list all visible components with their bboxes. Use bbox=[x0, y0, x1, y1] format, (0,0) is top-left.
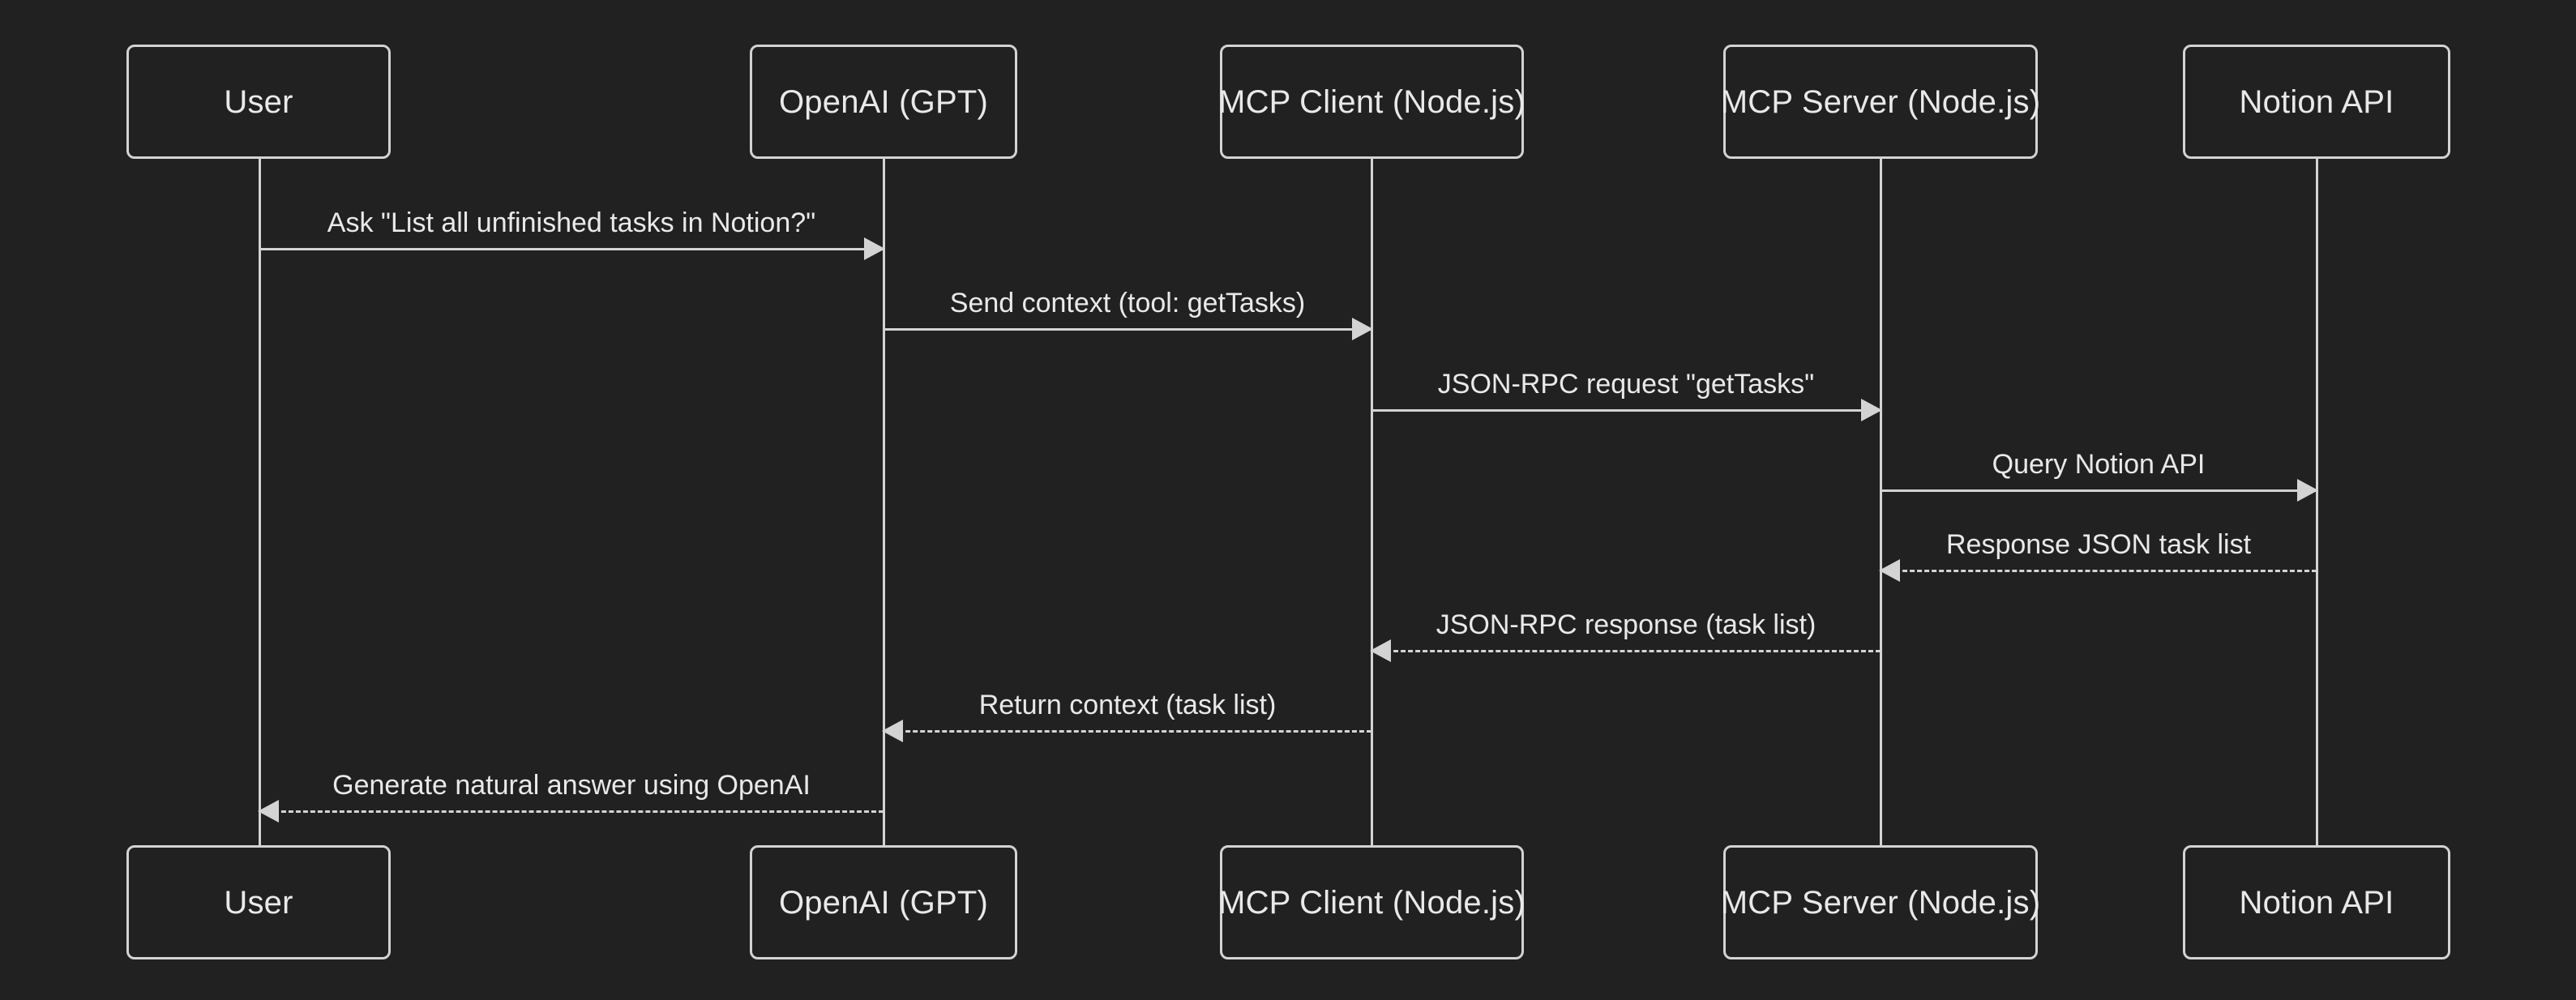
arrowhead-left-icon bbox=[882, 720, 903, 742]
lifeline-openai bbox=[883, 159, 885, 845]
participant-label: MCP Client (Node.js) bbox=[1218, 884, 1525, 921]
lifeline-mcp-server bbox=[1880, 159, 1882, 845]
participant-box-notion-top[interactable]: Notion API bbox=[2183, 45, 2450, 159]
message-label: Send context (tool: getTasks) bbox=[949, 288, 1306, 318]
message-line bbox=[1881, 489, 2317, 492]
participant-box-openai-bottom[interactable]: OpenAI (GPT) bbox=[750, 845, 1017, 959]
message-line bbox=[884, 328, 1371, 331]
participant-label: MCP Client (Node.js) bbox=[1218, 83, 1525, 120]
message-label: Query Notion API bbox=[1992, 449, 2206, 480]
arrowhead-right-icon bbox=[2297, 479, 2318, 502]
arrowhead-right-icon bbox=[864, 237, 885, 260]
arrowhead-right-icon bbox=[1352, 318, 1373, 340]
message-label: JSON-RPC response (task list) bbox=[1436, 609, 1816, 640]
arrowhead-left-icon bbox=[1370, 639, 1391, 662]
message-line bbox=[259, 810, 884, 813]
message-label: Response JSON task list bbox=[1945, 529, 2252, 560]
message-label: Return context (task list) bbox=[978, 690, 1277, 720]
participant-box-mcp-server-top[interactable]: MCP Server (Node.js) bbox=[1720, 45, 2041, 159]
message-line bbox=[259, 248, 884, 250]
participant-label: User bbox=[224, 83, 293, 120]
message-label: Ask "List all unfinished tasks in Notion… bbox=[327, 207, 816, 238]
message-line bbox=[1371, 409, 1881, 412]
arrowhead-right-icon bbox=[1861, 399, 1882, 421]
participant-label: Notion API bbox=[2239, 83, 2394, 120]
participant-box-mcp-client-top[interactable]: MCP Client (Node.js) bbox=[1218, 45, 1525, 159]
message-label: JSON-RPC request "getTasks" bbox=[1437, 369, 1815, 400]
participant-box-notion-bottom[interactable]: Notion API bbox=[2183, 845, 2450, 959]
message-line bbox=[884, 730, 1371, 733]
participant-label: MCP Server (Node.js) bbox=[1720, 83, 2041, 120]
participant-label: OpenAI (GPT) bbox=[778, 884, 989, 921]
participant-box-user-top[interactable]: User bbox=[126, 45, 391, 159]
participant-label: MCP Server (Node.js) bbox=[1720, 884, 2041, 921]
lifeline-mcp-client bbox=[1371, 159, 1373, 845]
message-label: Generate natural answer using OpenAI bbox=[332, 770, 811, 801]
message-line bbox=[1371, 650, 1881, 652]
lifeline-user bbox=[259, 159, 261, 845]
participant-label: Notion API bbox=[2239, 884, 2394, 921]
participant-box-mcp-client-bottom[interactable]: MCP Client (Node.js) bbox=[1218, 845, 1525, 959]
participant-box-openai-top[interactable]: OpenAI (GPT) bbox=[750, 45, 1017, 159]
arrowhead-left-icon bbox=[258, 800, 279, 823]
participant-label: User bbox=[224, 884, 293, 921]
arrowhead-left-icon bbox=[1879, 559, 1900, 582]
participant-label: OpenAI (GPT) bbox=[778, 83, 989, 120]
message-line bbox=[1881, 570, 2317, 572]
participant-box-mcp-server-bottom[interactable]: MCP Server (Node.js) bbox=[1720, 845, 2041, 959]
lifeline-notion bbox=[2316, 159, 2318, 845]
participant-box-user-bottom[interactable]: User bbox=[126, 845, 391, 959]
